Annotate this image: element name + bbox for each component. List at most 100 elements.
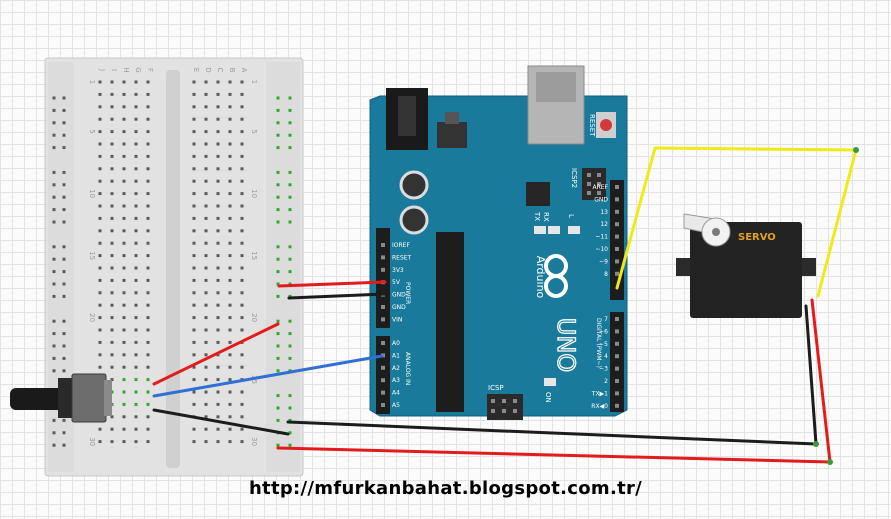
breadboard-rail-hole [288,356,292,360]
breadboard-row-number: 10 [250,189,258,198]
breadboard-hole [110,254,114,258]
breadboard-hole [122,415,126,419]
breadboard-hole [110,378,114,382]
breadboard-hole [146,204,150,208]
breadboard-hole [122,154,126,158]
digital-header-pin [615,366,619,371]
breadboard-column-letter: F [146,68,154,72]
breadboard-hole [134,440,138,444]
breadboard-hole [122,204,126,208]
icsp-pin [491,399,495,403]
digital-pin-label: ~9 [599,258,608,265]
breadboard-hole [228,291,232,295]
breadboard-hole [98,328,102,332]
digital-header-pin [615,234,619,239]
power-pin-label: GND [392,292,406,299]
wire-5v-red [277,280,387,288]
breadboard-hole [110,291,114,295]
breadboard-rail-hole [62,195,66,199]
breadboard-hole [228,92,232,96]
wires [152,146,859,465]
breadboard-rail-hole [62,257,66,261]
breadboard-hole [216,427,220,431]
breadboard-hole [228,192,232,196]
breadboard-hole [240,353,244,357]
digital-pin-label: 4 [604,353,608,360]
breadboard-hole [110,167,114,171]
breadboard-hole [216,154,220,158]
breadboard-rail-hole [62,183,66,187]
breadboard-hole [216,303,220,307]
breadboard-hole [134,130,138,134]
breadboard-hole [110,229,114,233]
breadboard-rail-hole [288,133,292,137]
breadboard-rail-hole [52,356,56,360]
icsp2-pin [587,191,591,195]
breadboard-hole [122,378,126,382]
breadboard-rail-hole [52,121,56,125]
digital-pin-label: ~5 [599,341,608,348]
breadboard-hole [240,402,244,406]
wire-pot-gnd-black [152,408,290,436]
breadboard-hole [228,117,232,121]
breadboard-hole [134,266,138,270]
breadboard-hole [216,353,220,357]
wire-bend-point [813,441,819,447]
breadboard-hole [110,130,114,134]
breadboard-rail-hole [62,344,66,348]
breadboard-hole [192,204,196,208]
power-pin-label: GND [392,304,406,311]
breadboard-hole [240,167,244,171]
breadboard-hole [146,316,150,320]
breadboard-hole [204,229,208,233]
power-pin-label: IOREF [392,242,410,249]
breadboard-hole [98,254,102,258]
breadboard-rail-hole [288,146,292,150]
breadboard-hole [192,378,196,382]
breadboard-rail-hole [62,170,66,174]
breadboard-hole [110,365,114,369]
wire-pot-signal-blue [152,354,384,398]
breadboard-hole [240,92,244,96]
breadboard-hole [240,117,244,121]
breadboard-hole [204,316,208,320]
breadboard-hole [216,440,220,444]
breadboard-hole [240,179,244,183]
voltage-regulator [437,122,467,148]
breadboard-hole [122,266,126,270]
breadboard-hole [228,179,232,183]
breadboard-hole [240,142,244,146]
breadboard-rail-hole [288,121,292,125]
breadboard-rail-hole [276,418,280,422]
digital-pin-label: ~10 [595,246,608,253]
arduino-logo-text: Arduino [534,256,547,299]
digital-pin-label: ~3 [599,366,608,373]
breadboard-rail-hole [52,344,56,348]
breadboard-hole [122,80,126,84]
wire-bend-point [827,459,833,465]
digital-header-pin [615,222,619,227]
breadboard-hole [110,204,114,208]
breadboard-hole [134,105,138,109]
breadboard-hole [228,254,232,258]
breadboard-hole [98,229,102,233]
breadboard-hole [240,291,244,295]
icsp2-pin [597,173,601,177]
servo-horn-screw [712,228,720,236]
capacitor-2 [399,205,429,235]
breadboard-hole [134,291,138,295]
l-label: L [567,214,575,218]
breadboard-hole [240,105,244,109]
breadboard-hole [110,241,114,245]
breadboard-column-letter: H [122,67,130,72]
digital-header-pin [615,379,619,383]
breadboard-hole [240,204,244,208]
breadboard-rail-hole [52,208,56,212]
breadboard-hole [240,254,244,258]
breadboard-hole [122,192,126,196]
breadboard-row-number: 30 [250,437,258,446]
breadboard-hole [228,427,232,431]
breadboard-column-letter: G [134,67,142,72]
